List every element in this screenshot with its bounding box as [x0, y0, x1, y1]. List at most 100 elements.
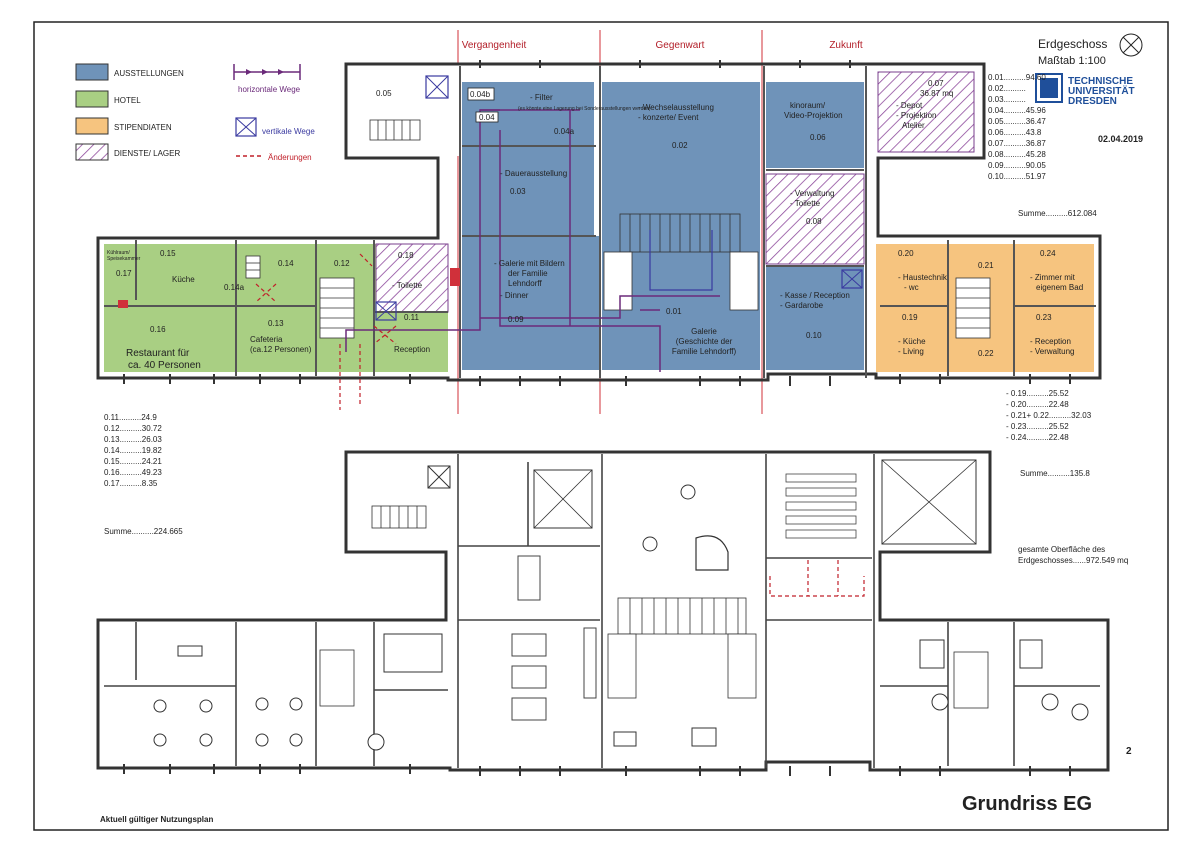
- room-number: 0.07: [928, 79, 944, 88]
- staircase-icon: [319, 277, 355, 339]
- room-use: Restaurant für: [126, 348, 190, 359]
- room-use: - Toilette: [790, 199, 821, 208]
- changes-marks: [769, 560, 865, 597]
- area-row: 0.15..........24.21: [104, 457, 162, 466]
- room-number: 0.24: [1040, 249, 1056, 258]
- room-006: [766, 82, 864, 168]
- area-row: - 0.23..........25.52: [1006, 422, 1069, 431]
- staircase-icon: [319, 597, 989, 709]
- horizontal-path-route: [345, 109, 720, 372]
- area-sum: Summe..........224.665: [104, 527, 183, 536]
- lower-plan: [96, 450, 1110, 776]
- svg-text:TECHNISCHE: TECHNISCHE: [1068, 76, 1133, 87]
- upper-plan: 0.05 0.04b 0.04 0.04a - Filter (es könnt…: [96, 60, 1102, 410]
- room-use: ca. 40 Personen: [128, 360, 201, 371]
- room-number: 0.11: [404, 313, 420, 322]
- room-use: - Verwaltung: [790, 189, 834, 198]
- legend-path-label: Änderungen: [268, 153, 312, 162]
- area-row: 0.02..........: [988, 84, 1026, 93]
- area-row: 0.06..........43.8: [988, 128, 1042, 137]
- area-row: 0.11..........24.9: [104, 413, 157, 422]
- void-icon: [533, 469, 593, 529]
- room-number: 0.21: [978, 261, 994, 270]
- room-use: Familie Lehndorff): [672, 347, 737, 356]
- room-use: - Living: [898, 347, 924, 356]
- legend-label: AUSSTELLUNGEN: [114, 69, 184, 78]
- changes-block: [118, 300, 128, 308]
- room-number: 0.09: [508, 315, 524, 324]
- page-number: 2: [1126, 746, 1132, 757]
- room-use: - Küche: [898, 337, 926, 346]
- room-number: 0.14a: [224, 283, 245, 292]
- sheet-header: Erdgeschoss Maßtab 1:100 TECHNISCHE UNIV…: [1035, 33, 1143, 144]
- elevator-icon: [427, 465, 451, 489]
- room-number: 0.15: [160, 249, 176, 258]
- vertical-path-route: [649, 230, 713, 291]
- room-number: 0.17: [116, 269, 132, 278]
- skylight-icon: [881, 459, 977, 545]
- room-number: 0.23: [1036, 313, 1052, 322]
- room-number: 0.22: [978, 349, 994, 358]
- area-row: 0.03..........: [988, 95, 1026, 104]
- seating-rows: [785, 473, 857, 539]
- upper-plan-walls: [96, 62, 1102, 382]
- area-row: 0.07..........36.87: [988, 139, 1046, 148]
- room-number: 0.13: [268, 319, 284, 328]
- room-use: - Verwaltung: [1030, 347, 1074, 356]
- area-row: 0.04..........45.96: [988, 106, 1046, 115]
- staircase-icon: [955, 277, 991, 339]
- area-row: 0.12..........30.72: [104, 424, 162, 433]
- window-marks: [123, 764, 1071, 776]
- legend-swatch: [75, 143, 109, 161]
- room-number: 0.19: [902, 313, 918, 322]
- area-sum: Summe..........135.8: [1020, 469, 1090, 478]
- room-use: - Wechselausstellung: [638, 103, 714, 112]
- display-cases: [511, 555, 597, 721]
- vertical-path-icon: [235, 117, 257, 137]
- elevator-icon: [841, 269, 863, 289]
- room-number: 0.04a: [554, 127, 575, 136]
- room-number: 0.20: [898, 249, 914, 258]
- room-use: Kühlraum/: [107, 250, 130, 256]
- window-marks: [123, 60, 1071, 386]
- legend-label: DIENSTE/ LAGER: [114, 149, 180, 158]
- upper-plan-partitions: [104, 66, 1096, 378]
- total-area: Erdgeschosses......972.549 mq: [1018, 556, 1128, 565]
- phase-label: Gegenwart: [656, 40, 705, 51]
- area-row: 0.10..........51.97: [988, 172, 1046, 181]
- table-groups: [153, 484, 1089, 751]
- elevator-icon: [425, 75, 449, 99]
- floor-label: Erdgeschoss: [1038, 37, 1107, 51]
- room-number: 0.03: [510, 187, 526, 196]
- area-row: 0.16..........49.23: [104, 468, 162, 477]
- room-number: 0.02: [672, 141, 688, 150]
- area-table-stipendiaten: - 0.19..........25.52 - 0.20..........22…: [1006, 389, 1128, 565]
- staircase-icon: [371, 505, 427, 529]
- room-use: - Dauerausstellung: [500, 169, 567, 178]
- drawing-title: Grundriss EG: [962, 793, 1092, 815]
- legend-swatch: [75, 63, 109, 81]
- total-area: gesamte Oberfläche des: [1018, 545, 1105, 554]
- legend-label: STIPENDIATEN: [114, 123, 172, 132]
- room-use: Küche: [172, 275, 195, 284]
- university-logo: TECHNISCHE UNIVERSITÄT DRESDEN: [1035, 73, 1135, 107]
- horizontal-path-icon: [233, 64, 301, 80]
- room-number-box: [475, 111, 499, 123]
- area-row: 0.05..........36.47: [988, 117, 1046, 126]
- room-use: - Toilette: [392, 281, 423, 290]
- room-use: - Depot: [896, 101, 923, 110]
- room-number: 0.04b: [470, 90, 491, 99]
- room-use: eigenem Bad: [1036, 283, 1083, 292]
- room-number: 0.10: [806, 331, 822, 340]
- legend-path-label: vertikale Wege: [262, 127, 315, 136]
- room-number: 0.06: [810, 133, 826, 142]
- legend-swatch: [75, 90, 109, 108]
- room-use: - Dinner: [500, 291, 529, 300]
- room-number: 0.16: [150, 325, 166, 334]
- room-number-box: [467, 87, 495, 101]
- room-use: - wc: [904, 283, 919, 292]
- area-row: 0.01..........94.60: [988, 73, 1046, 82]
- room-use: Atelier: [902, 121, 925, 130]
- room-002: [602, 82, 760, 210]
